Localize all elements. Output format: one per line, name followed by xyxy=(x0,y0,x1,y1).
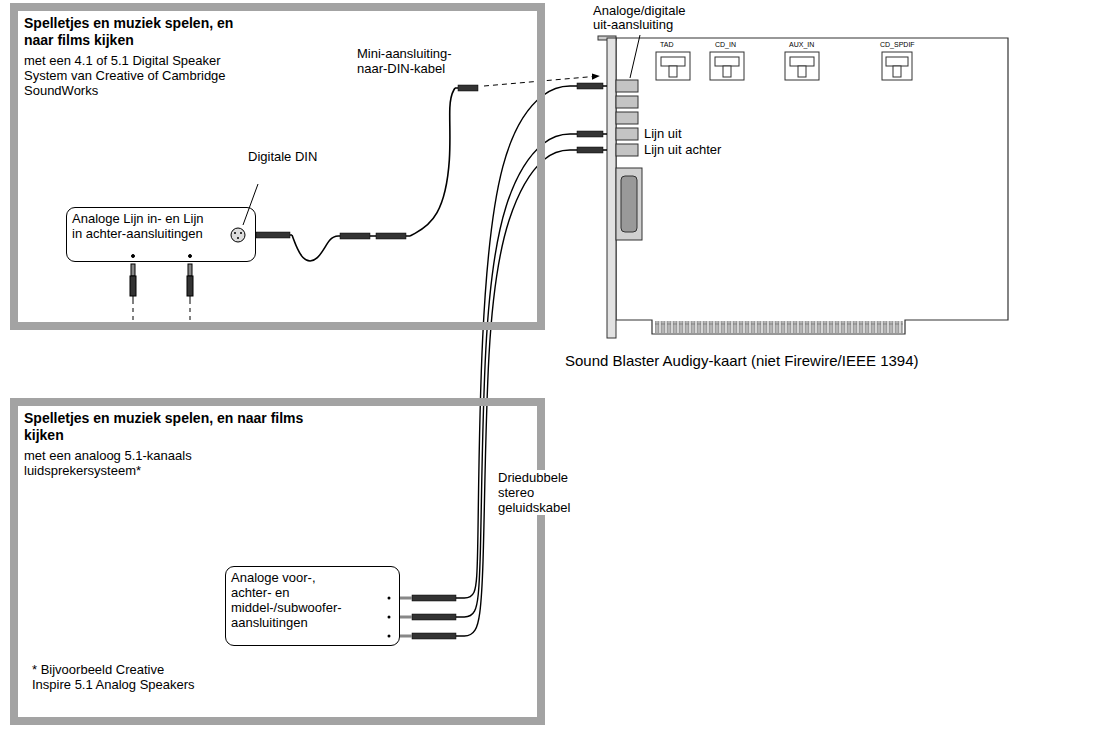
header-label: CD_IN xyxy=(715,41,736,49)
cable-plug xyxy=(256,232,290,238)
part-label: Analoge/digitale uit-aansluiting xyxy=(593,4,703,32)
bracket xyxy=(607,38,616,338)
card-board xyxy=(616,38,1008,334)
plug-tip xyxy=(400,635,412,638)
header-connectors xyxy=(656,52,912,80)
jack-port xyxy=(616,144,638,156)
scenario-panel: Spelletjes en muziek spelen, en naar fil… xyxy=(10,398,545,725)
cable-plug xyxy=(577,131,603,137)
jack-port xyxy=(616,128,638,140)
box-text: Analoge Lijn in- en Lijn in achter-aansl… xyxy=(72,211,212,241)
connector-dots xyxy=(388,597,391,638)
part-label: Digitale DIN xyxy=(248,150,318,164)
header-label: AUX_IN xyxy=(789,41,814,49)
cable-plug xyxy=(340,233,370,239)
line-in-plugs xyxy=(130,255,193,323)
leader-lines xyxy=(243,35,640,225)
cable-plug xyxy=(412,595,456,601)
cable-label: Mini-aansluiting-naar-DIN-kabel xyxy=(357,46,475,76)
plug-tip xyxy=(400,597,412,600)
cable-label: Driedubbele stereo geluidskabel xyxy=(498,470,588,515)
leader-line xyxy=(630,35,640,78)
cable-plug xyxy=(376,233,406,239)
cable-plug xyxy=(458,85,478,91)
game-port xyxy=(616,168,642,240)
cable-plug xyxy=(577,83,603,89)
din-socket xyxy=(231,228,245,242)
jack-port xyxy=(616,112,638,124)
footnote: * Bijvoorbeeld Creative Inspire 5.1 Anal… xyxy=(32,662,197,692)
cable-plug xyxy=(412,633,456,639)
header-label: TAD xyxy=(660,41,673,49)
card-caption: Sound Blaster Audigy-kaart (niet Firewir… xyxy=(565,352,919,370)
panel-body: met een 4.1 of 5.1 Digital Speaker Syste… xyxy=(24,53,236,98)
panel-body: met een analoog 5.1-kanaals luidsprekers… xyxy=(24,448,229,478)
panel-heading: Spelletjes en muziek spelen, en naar fil… xyxy=(24,15,259,49)
plug-tip xyxy=(400,616,412,619)
cable xyxy=(256,88,478,261)
port-label: Lijn uit achter xyxy=(644,143,721,157)
game-port-socket xyxy=(621,176,637,232)
jack-port xyxy=(616,80,638,92)
box-text: Analoge voor-, achter- en middel-/subwoo… xyxy=(231,570,356,630)
cable-plug xyxy=(577,147,603,153)
jack-port xyxy=(616,96,638,108)
jack-ports xyxy=(616,80,638,156)
cable-connector xyxy=(256,76,599,261)
edge-connector xyxy=(655,321,903,333)
sound-card: Sound Blaster Audigy-kaart (niet Firewir… xyxy=(607,38,1008,332)
header-label: CD_SPDIF xyxy=(880,41,915,49)
speaker-connector-box: Analoge voor-, achter- en middel-/subwoo… xyxy=(225,566,400,646)
cable-plug xyxy=(412,614,456,620)
speaker-connector-box: Analoge Lijn in- en Lijn in achter-aansl… xyxy=(66,207,256,262)
port-label: Lijn uit xyxy=(644,127,682,141)
panel-heading: Spelletjes en muziek spelen, en naar fil… xyxy=(24,410,314,444)
sound-card-drawing xyxy=(598,36,1008,338)
